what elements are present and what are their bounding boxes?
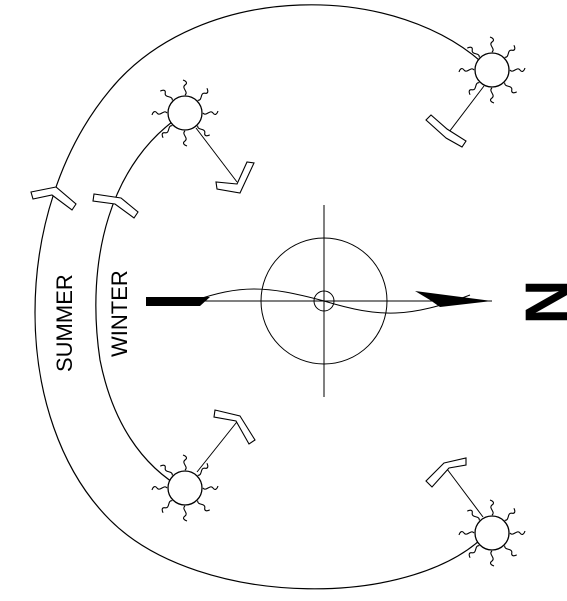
open-arrowhead-icon (426, 458, 466, 487)
sun-icon (459, 500, 525, 566)
sun-icon (459, 37, 525, 103)
summer-label: SUMMER (52, 274, 77, 372)
open-arrowhead-icon (214, 410, 255, 444)
sun-icon (152, 80, 218, 146)
winter-label: WINTER (107, 270, 132, 357)
open-arrowhead-icon (216, 162, 254, 193)
summer-arc-arrow-icon (31, 187, 76, 210)
open-arrowhead-icon (426, 115, 466, 147)
summer-path-arc (35, 5, 490, 589)
sun-icon (152, 455, 218, 521)
north-label: N (513, 280, 567, 325)
compass-rose-icon (146, 205, 492, 397)
winter-arc-arrow-icon (93, 194, 138, 218)
north-needle (415, 291, 492, 307)
south-needle (146, 297, 210, 306)
